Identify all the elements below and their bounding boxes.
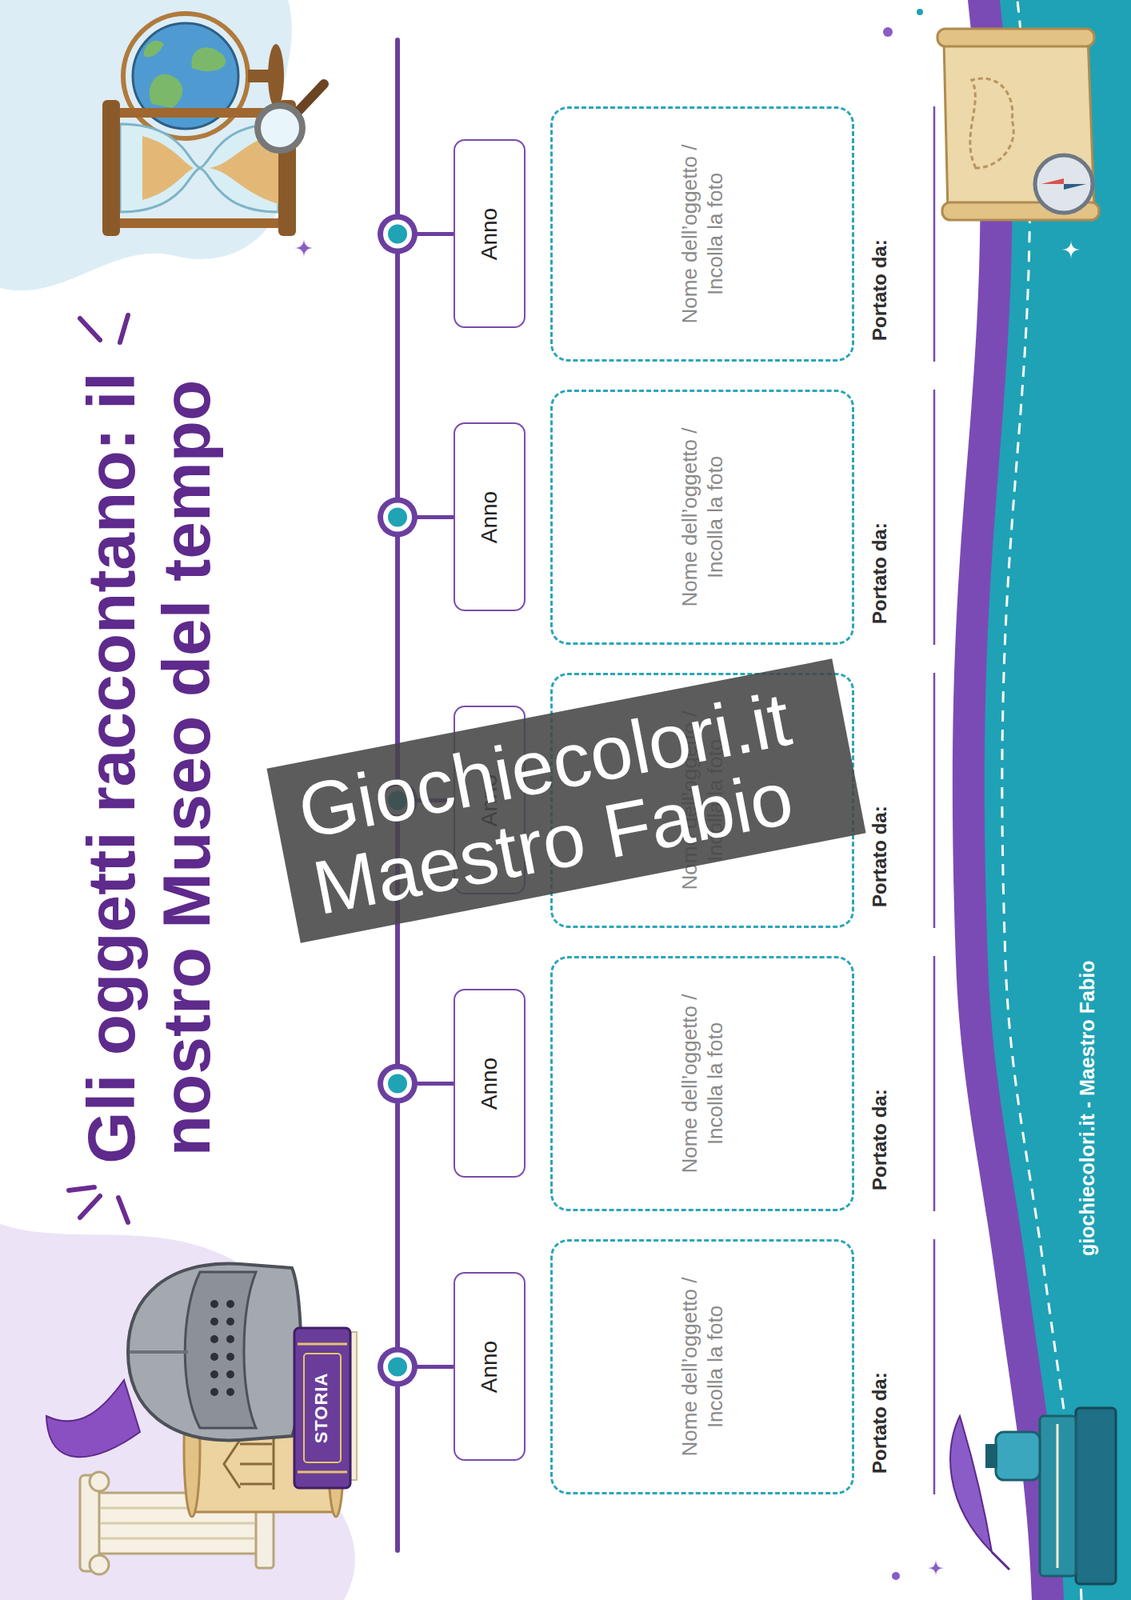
year-label: Anno [476, 491, 503, 544]
brought-by-label: Portato da: [868, 239, 892, 341]
photo-placeholder: Nome dell’oggetto / Incolla la foto [676, 1266, 729, 1467]
brought-by-label: Portato da: [868, 805, 892, 908]
photo-placeholder: Nome dell’oggetto / Incolla la foto [676, 417, 729, 618]
year-label: Anno [476, 207, 503, 260]
brought-by-label: Portato da: [868, 522, 892, 624]
photo-box: Nome dell’oggetto / Incolla la foto [550, 1238, 855, 1495]
year-box: Anno [453, 423, 526, 612]
brought-by-label: Portato da: [868, 1088, 892, 1191]
year-label: Anno [476, 1340, 503, 1393]
photo-box: Nome dell’oggetto / Incolla la foto [550, 106, 855, 362]
photo-placeholder: Nome dell’oggetto / Incolla la foto [676, 983, 729, 1184]
photo-placeholder: Nome dell’oggetto / Incolla la foto [676, 134, 729, 335]
year-box: Anno [453, 139, 526, 329]
brought-by-label: Portato da: [868, 1371, 892, 1474]
photo-box: Nome dell’oggetto / Incolla la foto [550, 955, 855, 1211]
footer-credit: giochiecolori.it - Maestro Fabio [1075, 960, 1100, 1256]
year-box: Anno [453, 1272, 526, 1462]
year-label: Anno [476, 1057, 503, 1110]
year-box: Anno [453, 989, 526, 1179]
title-text: Gli oggetti raccontano: il nostro Museo … [73, 287, 224, 1248]
book-spine-label: STORIA [311, 1353, 332, 1463]
photo-box: Nome dell’oggetto / Incolla la foto [550, 389, 855, 645]
